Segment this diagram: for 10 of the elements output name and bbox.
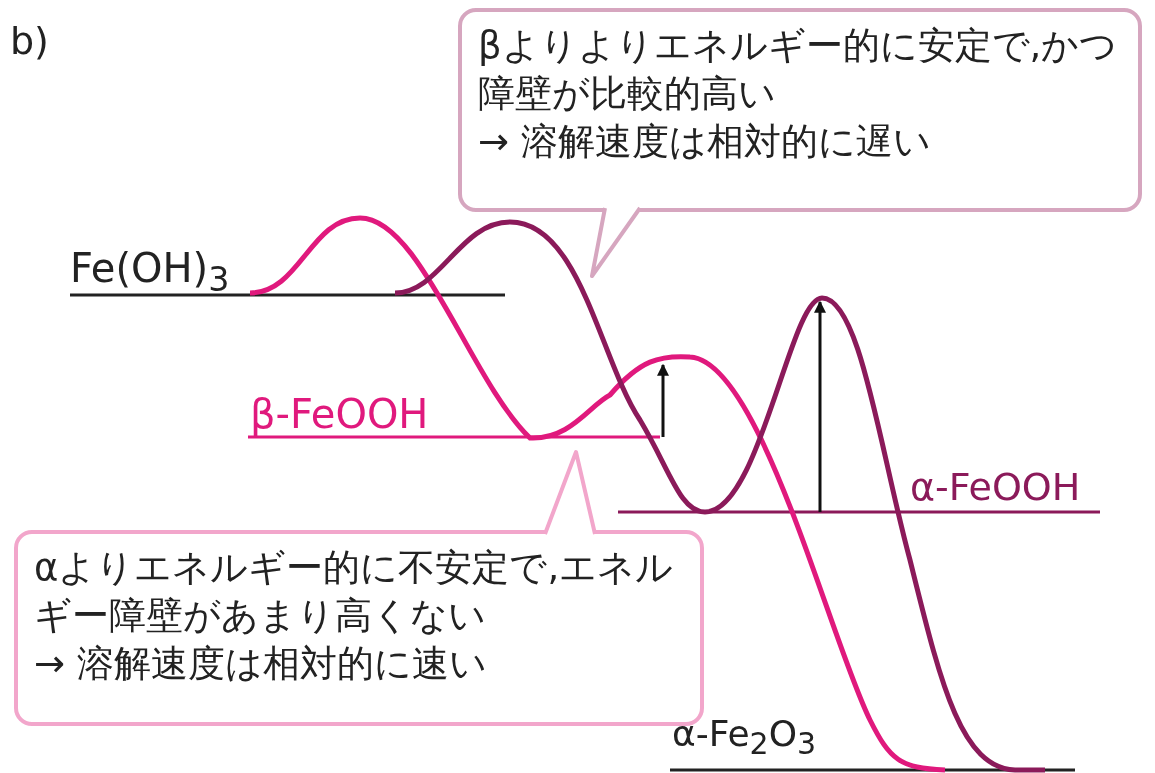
energy-level-label: α-Fe$_{2}$O$_{3}$ [672,716,817,760]
energy-level-label: Fe(OH)$_{3}$ [70,248,230,297]
callout-text: → 溶解速度は相対的に遅い [478,119,932,166]
callout-box [458,8,1142,212]
energy-level-label: α-FeOOH [910,468,1081,506]
callout-text: → 溶解速度は相対的に速い [34,641,488,688]
energy-level-label: β-FeOOH [250,394,429,434]
panel-label: b) [10,22,49,60]
callout-text: βよりよりエネルギー的に安定で,かつ障壁が比較的高い [478,23,1119,118]
callout-text: αよりエネルギー的に不安定で,エネルギー障壁があまり高くない [34,545,675,640]
